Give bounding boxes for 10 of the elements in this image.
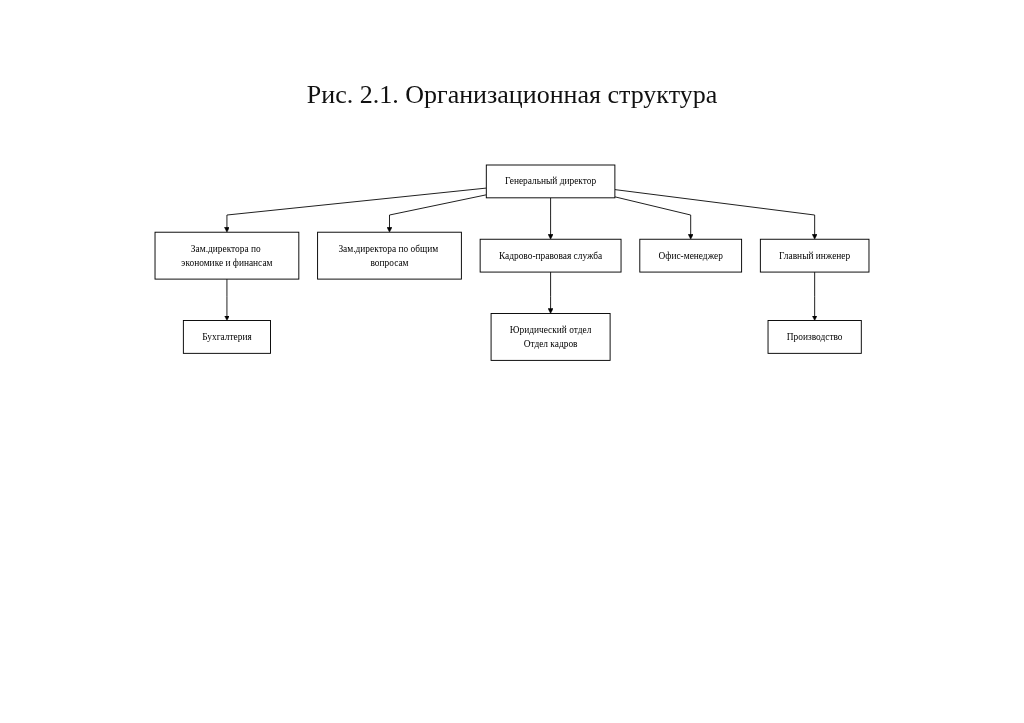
node-box: Зам.директора по общим вопросам [317, 231, 462, 280]
figure-caption: Рис. 2.1. Организационная структура [305, 80, 719, 110]
node-box: Генеральный директор [485, 164, 616, 199]
node-box: Зам.директора по экономике и финансам [154, 231, 300, 280]
node-box: Производство [767, 320, 862, 354]
node-box: Главный инженер [759, 238, 870, 273]
node-box: Юридический отдел Отдел кадров [490, 313, 611, 361]
node-box: Кадрово-правовая служба [479, 238, 622, 273]
node-box: Офис-менеджер [639, 238, 743, 273]
node-box: Бухгалтерия [182, 320, 271, 354]
